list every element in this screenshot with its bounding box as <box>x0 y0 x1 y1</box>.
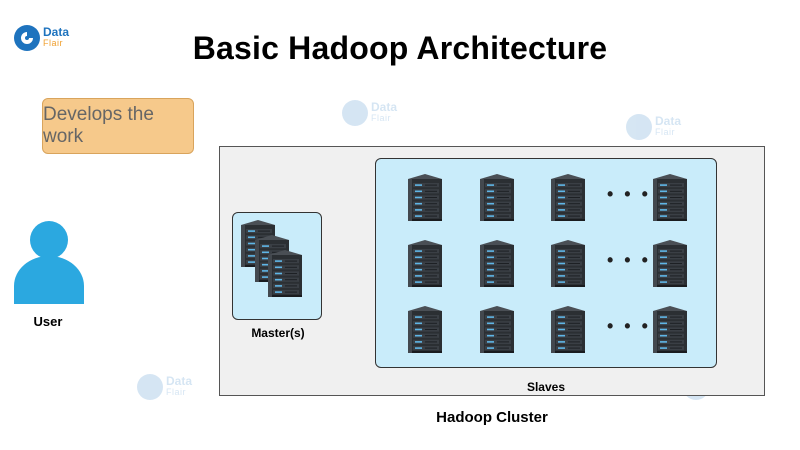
slave-server-icon <box>650 238 690 295</box>
slave-server-icon <box>477 238 517 295</box>
brand-line2: Flair <box>43 38 63 48</box>
logo-mark-icon <box>14 25 40 51</box>
hadoop-cluster-label: Hadoop Cluster <box>436 409 548 426</box>
slave-server-icon <box>405 172 445 229</box>
slave-server-icon <box>548 238 588 295</box>
slave-server-icon <box>548 304 588 361</box>
slaves-label: Slaves <box>526 380 566 394</box>
slave-server-icon <box>477 304 517 361</box>
brand-logo: Data Flair <box>14 25 69 51</box>
user-label: User <box>33 314 63 329</box>
slave-server-icon <box>548 172 588 229</box>
page-title: Basic Hadoop Architecture <box>192 30 608 66</box>
slave-server-icon <box>477 172 517 229</box>
master-server-icon <box>265 248 305 305</box>
slave-server-icon <box>405 238 445 295</box>
brand-line1: Data <box>43 25 70 39</box>
more-servers-ellipsis: • • • <box>607 316 651 336</box>
watermark-icon <box>342 100 368 126</box>
develops-work-note: Develops the work <box>42 98 194 154</box>
watermark-icon <box>626 114 652 140</box>
slave-server-icon <box>650 172 690 229</box>
slave-server-icon <box>650 304 690 361</box>
user-icon <box>14 221 84 304</box>
slave-server-icon <box>405 304 445 361</box>
more-servers-ellipsis: • • • <box>607 250 651 270</box>
more-servers-ellipsis: • • • <box>607 184 651 204</box>
master-label: Master(s) <box>251 326 305 340</box>
watermark-icon <box>137 374 163 400</box>
